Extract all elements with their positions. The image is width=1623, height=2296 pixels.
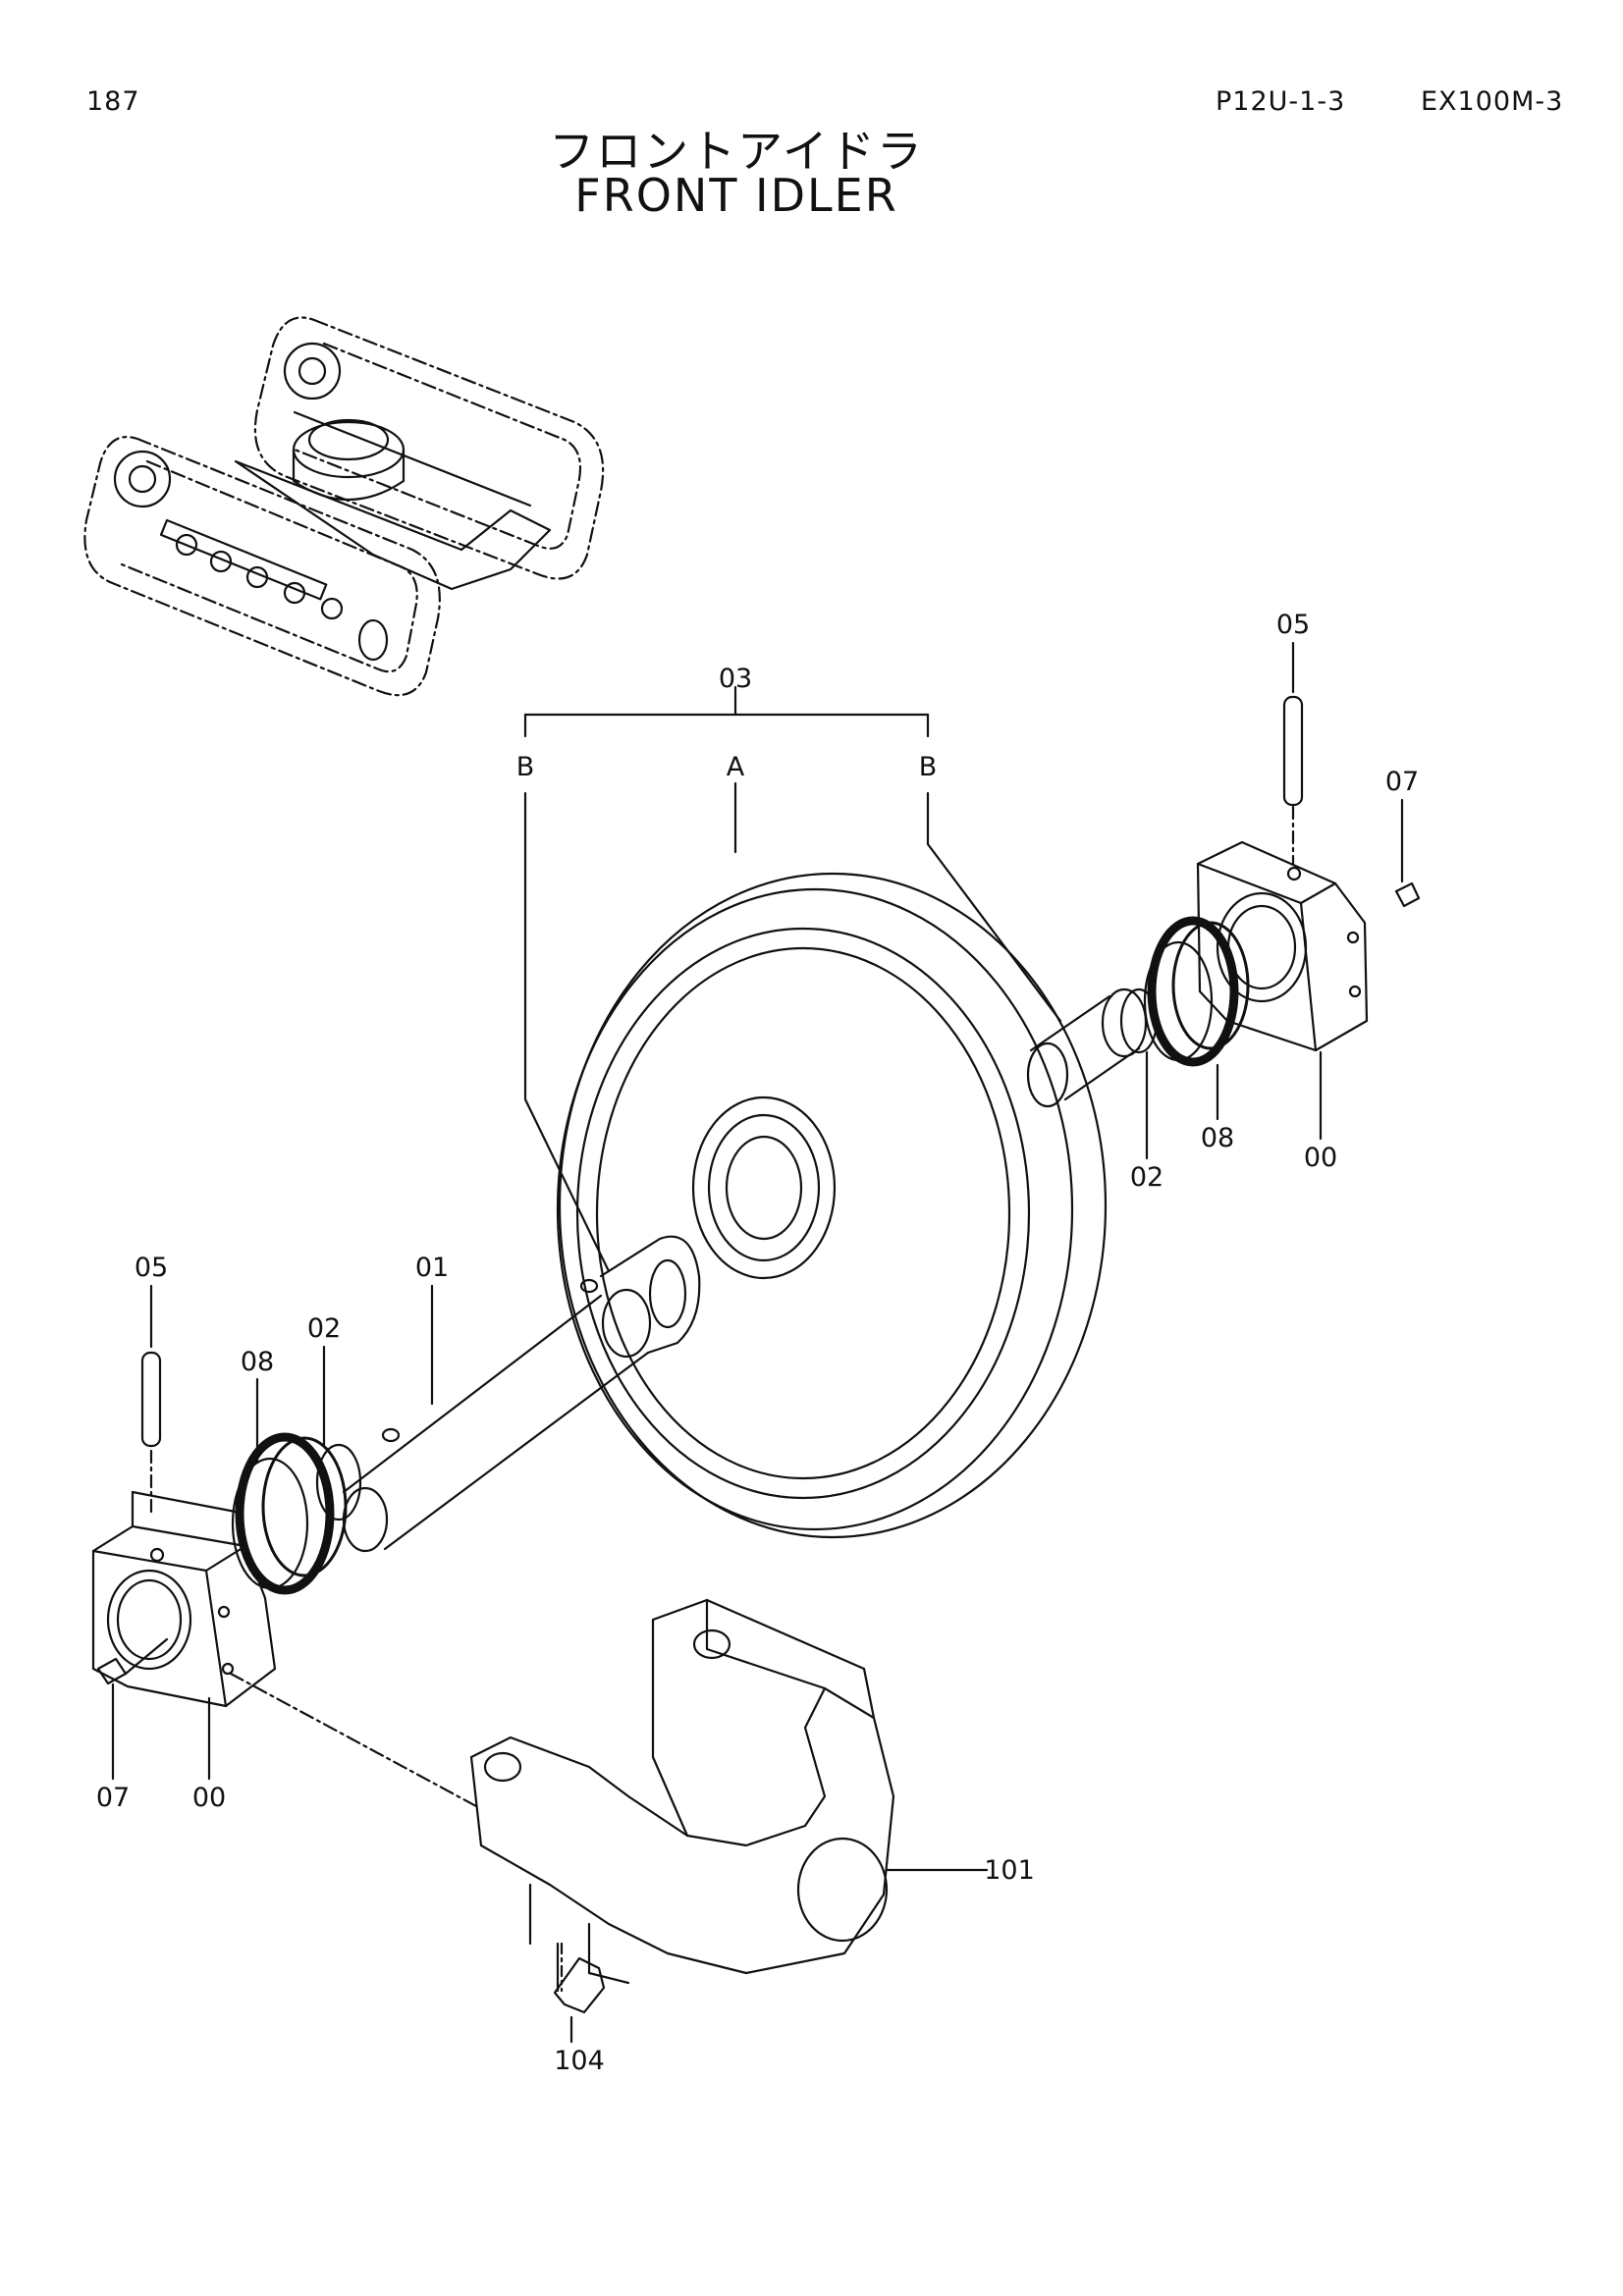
plug-right xyxy=(1394,881,1421,908)
bolt-104 xyxy=(553,1942,606,2044)
callout-08-left: 08 xyxy=(241,1347,274,1377)
o-ring-left xyxy=(315,1443,362,1522)
callout-02-right: 02 xyxy=(1130,1162,1163,1193)
spring-pin-right xyxy=(1282,695,1304,866)
callout-08-right: 08 xyxy=(1201,1123,1234,1153)
callout-02-left: 02 xyxy=(307,1313,341,1344)
idler-shaft xyxy=(342,988,1148,1553)
plug-left xyxy=(96,1637,169,1685)
callout-01: 01 xyxy=(415,1253,449,1283)
callout-104: 104 xyxy=(554,2046,605,2076)
idler-wheel-assembly xyxy=(523,781,1108,1539)
page-number: 187 xyxy=(86,86,140,117)
callout-b-left: B xyxy=(516,752,535,782)
model-code: EX100M-3 xyxy=(1421,86,1564,117)
group-03-bracket xyxy=(523,685,930,738)
undercarriage-overview-illustration xyxy=(83,316,605,697)
callout-101: 101 xyxy=(984,1855,1035,1886)
floating-seal-left xyxy=(231,1432,348,1595)
spring-pin-left xyxy=(140,1351,162,1514)
bearing-block-right xyxy=(1196,840,1369,1052)
callout-00-left: 00 xyxy=(192,1783,226,1813)
section-code: P12U-1-3 xyxy=(1216,86,1346,117)
idler-yoke xyxy=(229,1598,989,1985)
callout-05-right: 05 xyxy=(1276,610,1310,640)
bearing-block-left xyxy=(91,1490,277,1708)
callout-03: 03 xyxy=(719,664,752,694)
title-japanese: フロントアイドラ xyxy=(549,125,924,178)
callout-a: A xyxy=(727,752,745,782)
floating-seal-right xyxy=(1143,916,1250,1067)
callout-b-right: B xyxy=(919,752,938,782)
callout-00-right: 00 xyxy=(1304,1143,1337,1173)
callout-07-left: 07 xyxy=(96,1783,130,1813)
callout-07-right: 07 xyxy=(1385,767,1419,797)
callout-05-left: 05 xyxy=(135,1253,168,1283)
title-english: FRONT IDLER xyxy=(574,169,898,222)
callout-leaders xyxy=(111,641,1404,1781)
